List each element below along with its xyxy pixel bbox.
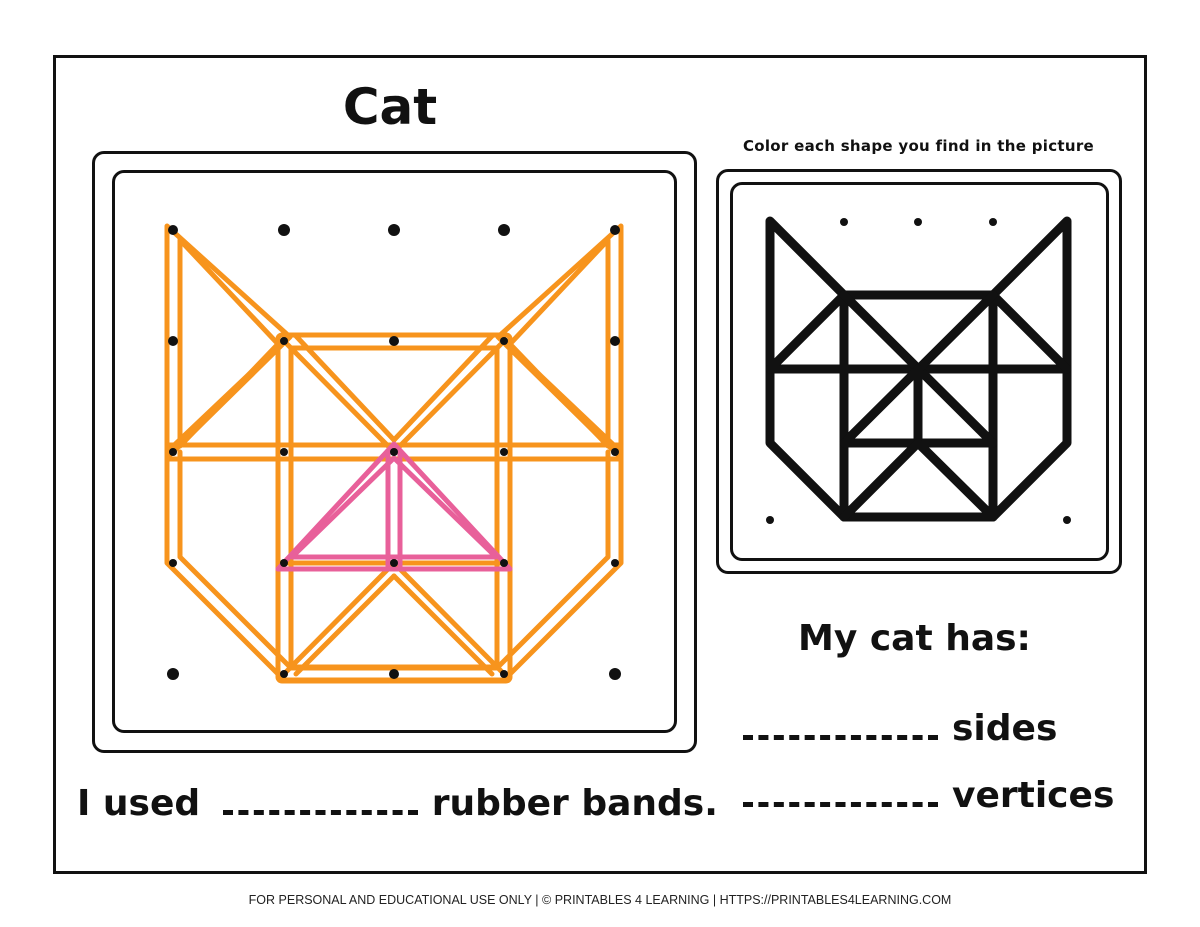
geoboard-outer bbox=[92, 151, 697, 753]
page-title: Cat bbox=[342, 78, 438, 136]
rubber-band-blank[interactable] bbox=[222, 800, 418, 815]
reference-board-outer bbox=[716, 169, 1122, 574]
instruction-text: Color each shape you find in the picture bbox=[742, 137, 1095, 155]
sides-label: sides bbox=[952, 708, 1058, 749]
rubber-band-suffix: rubber bands. bbox=[431, 783, 718, 824]
footer-text: FOR PERSONAL AND EDUCATIONAL USE ONLY | … bbox=[248, 893, 952, 907]
vertices-label: vertices bbox=[952, 775, 1115, 816]
vertices-blank[interactable] bbox=[743, 792, 938, 807]
reference-board-inner bbox=[730, 182, 1109, 561]
page-border bbox=[53, 55, 1147, 874]
sides-row: sides bbox=[743, 708, 1057, 749]
cat-has-heading: My cat has: bbox=[798, 618, 1031, 659]
vertices-row: vertices bbox=[743, 775, 1114, 816]
rubber-band-row: I used rubber bands. bbox=[77, 783, 718, 824]
geoboard-pegs bbox=[167, 224, 621, 680]
rubber-band-prefix: I used bbox=[77, 783, 201, 824]
geoboard-inner bbox=[112, 170, 677, 733]
sides-blank[interactable] bbox=[743, 725, 938, 740]
